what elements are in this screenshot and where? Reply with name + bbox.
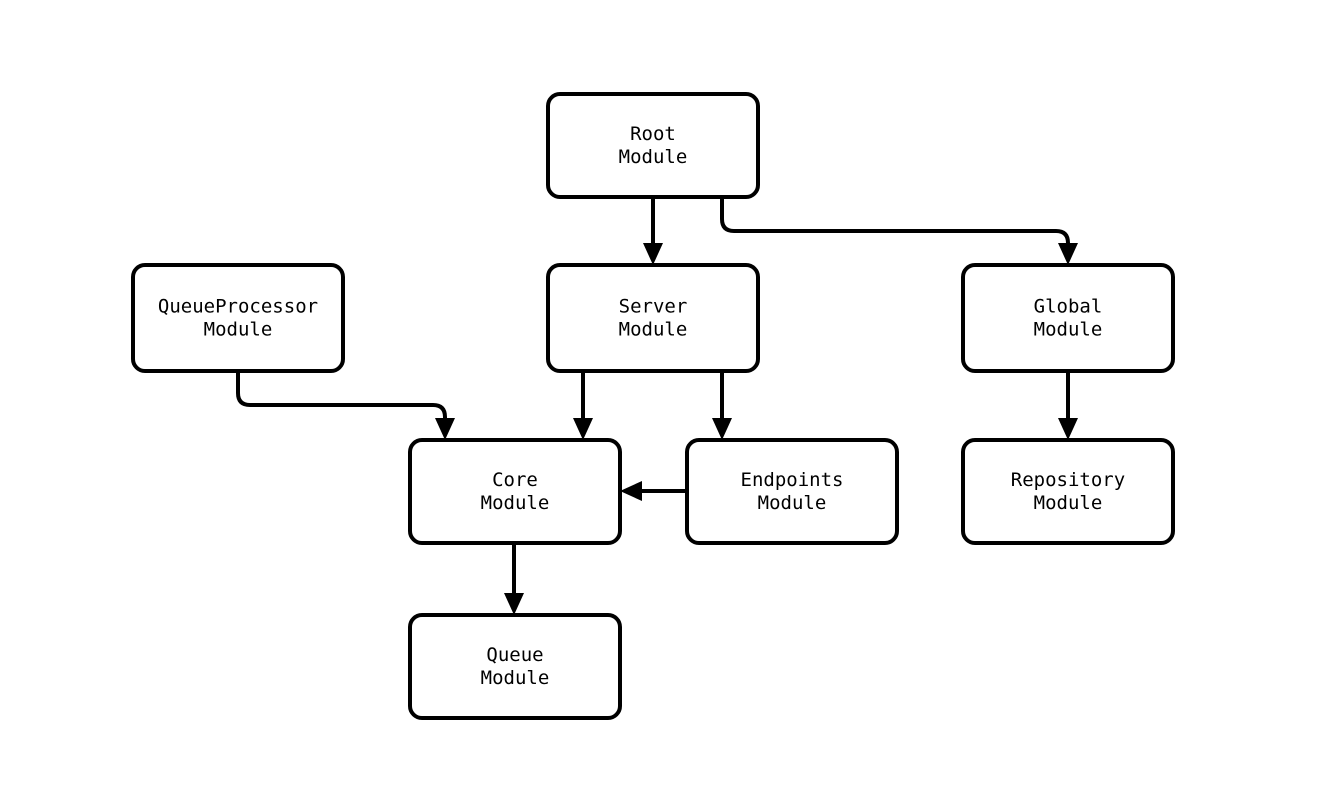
node-label-line1: Queue: [486, 644, 543, 666]
node-box[interactable]: [408, 613, 622, 720]
edge-core-to-queue: [504, 543, 524, 615]
edge-root-to-server: [643, 197, 663, 265]
edge-root-to-global: [720, 197, 1078, 265]
arrowhead-icon: [712, 418, 732, 440]
edge-line: [236, 371, 447, 427]
node-label-line1: Endpoints: [741, 469, 844, 491]
arrowhead-icon: [435, 418, 455, 440]
edges-layer: [236, 197, 1078, 615]
arrowhead-icon: [643, 243, 663, 265]
node-label-line2: Module: [204, 319, 273, 341]
node-label-line2: Module: [481, 492, 550, 514]
node-label-line1: Server: [619, 296, 688, 318]
edge-endpoints-to-core: [620, 481, 687, 501]
node-box[interactable]: [131, 263, 345, 373]
edge-queueprocessor-to-core: [236, 371, 455, 440]
arrowhead-icon: [1058, 243, 1078, 265]
edge-global-to-repository: [1058, 371, 1078, 440]
edge-server-to-core: [573, 371, 593, 440]
node-label-line1: Global: [1034, 296, 1103, 318]
arrowhead-icon: [620, 481, 642, 501]
node-box[interactable]: [685, 438, 899, 545]
node-box[interactable]: [408, 438, 622, 545]
edge-line: [720, 197, 1070, 252]
node-label-line1: Repository: [1011, 469, 1125, 491]
node-label-line2: Module: [619, 319, 688, 341]
node-box[interactable]: [961, 263, 1175, 373]
node-box[interactable]: [961, 438, 1175, 545]
node-label-line2: Module: [619, 146, 688, 168]
node-label-line2: Module: [1034, 319, 1103, 341]
edge-server-to-endpoints: [712, 371, 732, 440]
arrowhead-icon: [504, 593, 524, 615]
node-label-line2: Module: [1034, 492, 1103, 514]
node-label-line1: Root: [630, 123, 676, 145]
arrowhead-icon: [573, 418, 593, 440]
arrowhead-icon: [1058, 418, 1078, 440]
node-label-line2: Module: [758, 492, 827, 514]
node-label-line2: Module: [481, 667, 550, 689]
nodes-layer: RootModuleQueueProcessorModuleServerModu…: [131, 92, 1175, 720]
node-label-line1: QueueProcessor: [158, 296, 318, 318]
node-box[interactable]: [546, 263, 760, 373]
node-box[interactable]: [546, 92, 760, 199]
node-label-line1: Core: [492, 469, 538, 491]
